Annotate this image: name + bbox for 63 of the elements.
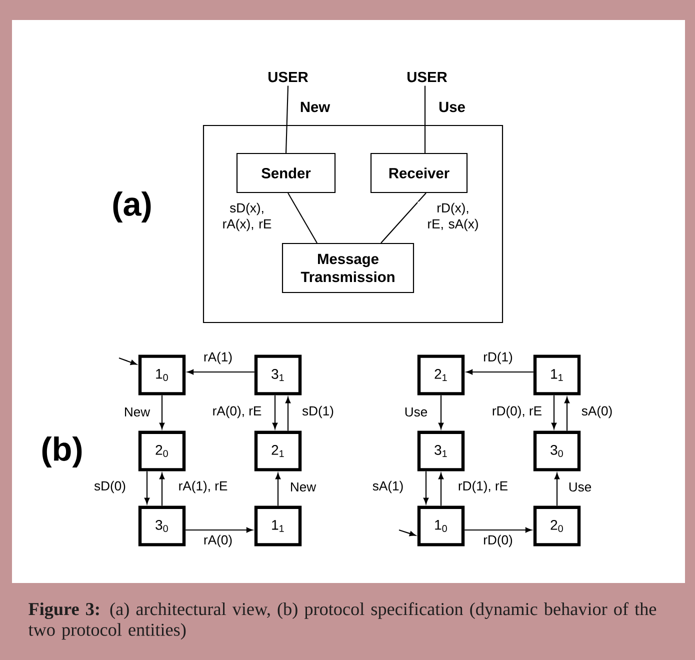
edge-label: New — [298, 100, 332, 114]
edge-label: rA(1) — [202, 350, 234, 366]
state-box: 1$_{1}$ — [254, 506, 302, 546]
edge-label: Use — [403, 406, 429, 418]
state-box: 3$_{1}$ — [254, 354, 302, 396]
state-box: 3$_{0}$ — [138, 506, 186, 546]
arrow — [275, 472, 281, 506]
actor-label: USER — [408, 72, 448, 82]
arrow — [186, 527, 253, 533]
edge-label: New — [288, 481, 318, 493]
edge-label: sD(1) — [300, 404, 336, 420]
arrow — [144, 471, 150, 504]
state-box: 2$_{1}$ — [254, 430, 302, 472]
actor-label: USER — [268, 72, 308, 82]
edge-label: rD(1), rE — [456, 480, 510, 494]
component-box: Receiver — [370, 152, 468, 194]
arrow — [285, 396, 291, 431]
edge-label: Use — [437, 100, 467, 114]
arrow — [118, 358, 137, 365]
edge-label: New — [122, 406, 152, 418]
arrow — [272, 395, 278, 430]
state-box: 1$_{1}$ — [533, 354, 581, 396]
system-box — [202, 124, 504, 324]
arrow — [564, 396, 570, 431]
edge-label: rD(x), rE, sA(x) — [418, 202, 488, 232]
state-box: 2$_{0}$ — [533, 506, 581, 546]
arrow — [159, 395, 165, 430]
component-box: Message Transmission — [282, 242, 414, 294]
arrow — [398, 530, 416, 536]
edge-label: rA(1), rE — [177, 480, 230, 494]
connector-line — [424, 86, 426, 153]
arrow — [464, 527, 532, 533]
arrow — [438, 395, 444, 430]
state-box: 1$_{0}$ — [138, 354, 186, 396]
connector-line — [285, 86, 289, 153]
arrow — [551, 395, 557, 430]
arrow — [423, 471, 429, 504]
edge-label: rD(1) — [482, 350, 514, 366]
connector-line — [380, 192, 426, 244]
state-box: 3$_{0}$ — [533, 430, 581, 472]
edge-label: sA(0) — [580, 404, 614, 420]
panel-label: (b) — [42, 436, 82, 468]
edge-label: rD(0) — [482, 534, 514, 548]
arrow — [466, 369, 534, 375]
arrow — [187, 369, 254, 375]
edge-label: sA(1) — [371, 480, 405, 494]
arrow — [159, 472, 165, 506]
edge-label: Use — [567, 481, 593, 493]
edge-label: rA(0), rE — [211, 404, 264, 420]
edge-label: rD(0), rE — [490, 404, 544, 420]
edge-label: sD(x), rA(x), rE — [216, 202, 278, 232]
state-box: 1$_{0}$ — [417, 506, 465, 546]
connector-line — [288, 192, 318, 244]
edge-label: rA(0) — [202, 534, 234, 548]
figure-caption: Figure 3: (a) architectural view, (b) protocol specification (dynamic behavior of the two protocol entities) — [28, 602, 656, 640]
edge-label: sD(0) — [92, 480, 128, 494]
panel-label: (a) — [113, 191, 151, 223]
state-box: 2$_{0}$ — [138, 430, 186, 472]
state-box: 2$_{1}$ — [417, 354, 465, 396]
arrow — [438, 472, 444, 506]
component-box: Sender — [236, 152, 336, 194]
arrow — [554, 472, 560, 506]
state-box: 3$_{1}$ — [417, 430, 465, 472]
